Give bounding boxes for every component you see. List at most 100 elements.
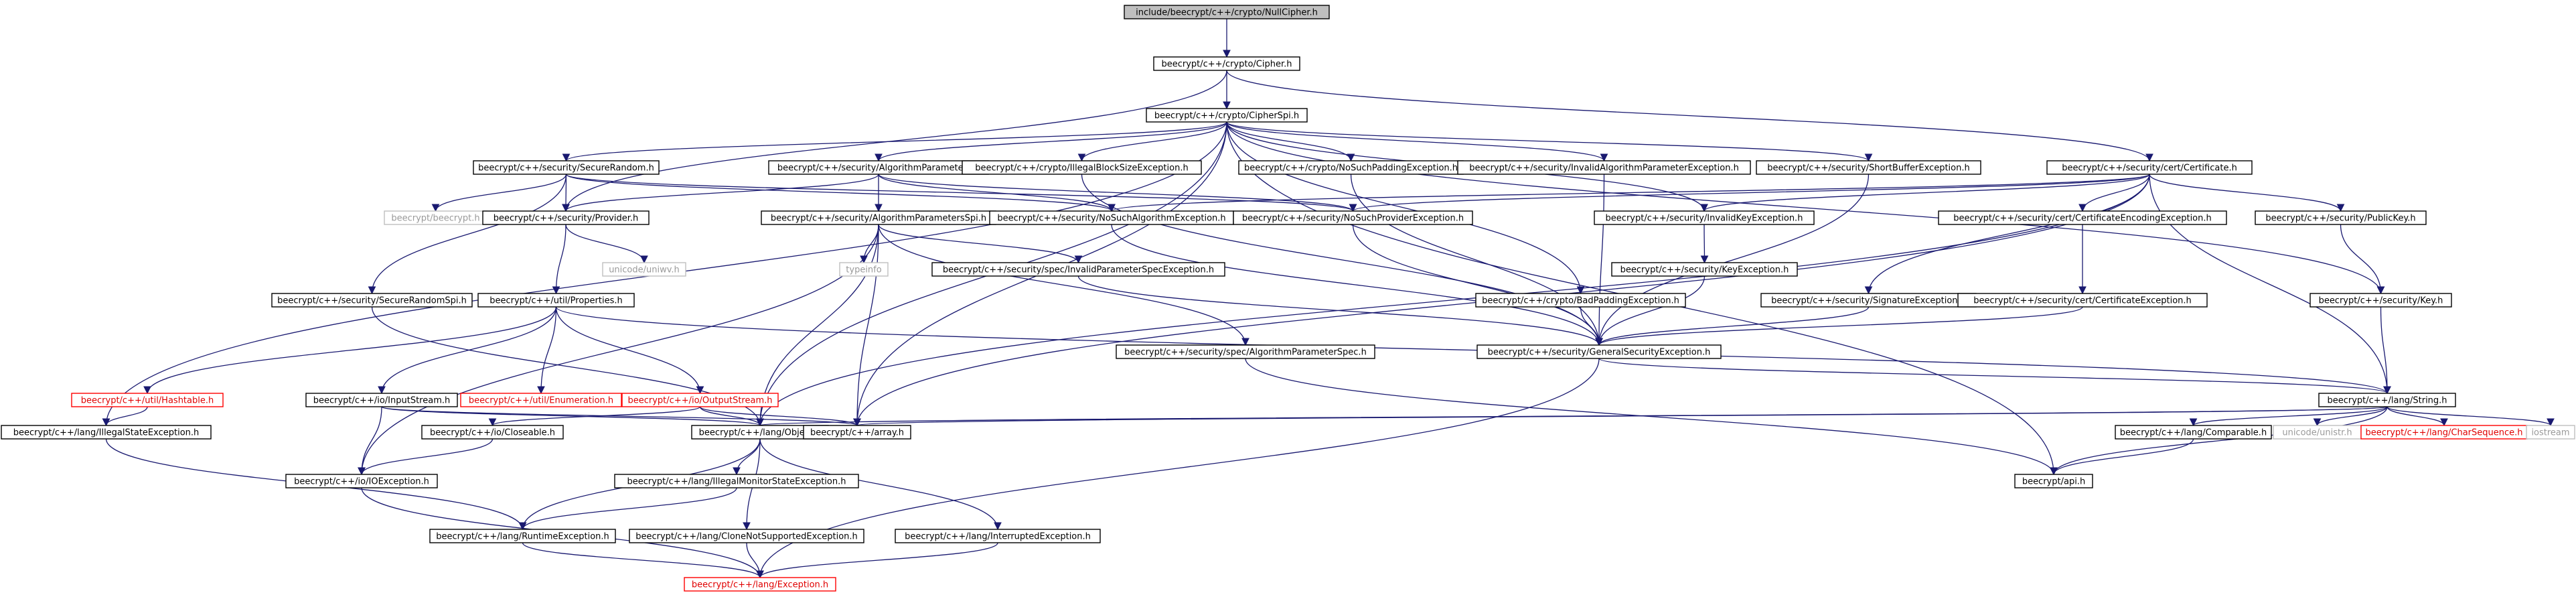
edge-string-to-array xyxy=(854,406,2388,427)
node-box xyxy=(1,425,212,440)
node-label: beecrypt/c++/lang/Object.h xyxy=(699,428,822,438)
node-box xyxy=(614,474,859,488)
edge-runtimeexc-to-exception xyxy=(522,542,764,579)
edge-properties-to-outputstream xyxy=(555,306,704,395)
edge-cipherspi-to-algparams xyxy=(875,121,1227,162)
edge-gensecexc-to-exception xyxy=(756,358,1600,579)
node-illegalmonitor[interactable]: beecrypt/c++/lang/IllegalMonitorStateExc… xyxy=(614,474,859,488)
node-box xyxy=(895,529,1101,543)
node-nosuchpadding[interactable]: beecrypt/c++/crypto/NoSuchPaddingExcepti… xyxy=(1238,160,1464,175)
node-runtimeexc[interactable]: beecrypt/c++/lang/RuntimeException.h xyxy=(429,529,616,543)
node-label: beecrypt/c++/lang/Comparable.h xyxy=(2120,428,2267,438)
node-apih[interactable]: beecrypt/api.h xyxy=(2014,474,2093,488)
node-label: beecrypt/c++/lang/IllegalStateException.… xyxy=(13,428,200,438)
node-unistr[interactable]: unicode/unistr.h xyxy=(2273,425,2362,440)
node-interrupted[interactable]: beecrypt/c++/lang/InterruptedException.h xyxy=(895,529,1101,543)
node-outputstream[interactable]: beecrypt/c++/io/OutputStream.h xyxy=(621,393,779,407)
edge-cipher-to-certificate xyxy=(1226,70,2153,162)
node-unicodeuniv[interactable]: unicode/uniwv.h xyxy=(602,262,686,277)
node-gensecexc[interactable]: beecrypt/c++/security/GeneralSecurityExc… xyxy=(1476,344,1722,359)
node-ioexc[interactable]: beecrypt/c++/io/IOException.h xyxy=(285,474,438,488)
node-algparams[interactable]: beecrypt/c++/security/AlgorithmParameter… xyxy=(768,160,989,175)
node-properties[interactable]: beecrypt/c++/util/Properties.h xyxy=(477,293,635,308)
edge-properties-to-inputstream xyxy=(378,306,557,395)
node-array[interactable]: beecrypt/c++/array.h xyxy=(803,425,911,440)
node-label: beecrypt/c++/crypto/IllegalBlockSizeExce… xyxy=(975,163,1188,174)
edge-interrupted-to-exception xyxy=(756,542,998,579)
node-hashtable[interactable]: beecrypt/c++/util/Hashtable.h xyxy=(71,393,224,407)
node-cipherspi[interactable]: beecrypt/c++/crypto/CipherSpi.h xyxy=(1146,108,1308,123)
edge-securerandom-to-securerandomspi xyxy=(368,174,567,295)
node-box xyxy=(1457,160,1751,175)
node-provider[interactable]: beecrypt/c++/security/Provider.h xyxy=(482,210,650,225)
node-object[interactable]: beecrypt/c++/lang/Object.h xyxy=(691,425,829,440)
node-box xyxy=(1124,5,1330,19)
node-label: beecrypt/c++/security/SecureRandomSpi.h xyxy=(277,296,467,306)
node-label: beecrypt/c++/util/Hashtable.h xyxy=(81,396,214,406)
edge-algparamsspi-to-invalidparamspec xyxy=(878,224,1083,264)
node-key[interactable]: beecrypt/c++/security/Key.h xyxy=(2309,293,2452,308)
node-label: beecrypt/c++/security/SignatureException… xyxy=(1771,296,1966,306)
node-string[interactable]: beecrypt/c++/lang/String.h xyxy=(2318,393,2456,407)
node-certexc[interactable]: beecrypt/c++/security/cert/CertificateEx… xyxy=(1957,293,2208,308)
edge-certificate-to-nosuchalg xyxy=(1108,174,2150,212)
node-closeable[interactable]: beecrypt/c++/io/Closeable.h xyxy=(421,425,564,440)
edge-comparable-to-apih xyxy=(2050,438,2194,476)
node-box xyxy=(684,577,836,592)
edge-certificate-to-signatureexc xyxy=(1864,174,2150,295)
edge-object-to-illegalmonitor xyxy=(733,438,761,476)
node-beecrypth[interactable]: beecrypt/beecrypt.h xyxy=(384,210,487,225)
node-label: beecrypt/c++/crypto/NoSuchPaddingExcepti… xyxy=(1244,163,1458,174)
node-box xyxy=(477,293,635,308)
node-certencoding[interactable]: beecrypt/c++/security/cert/CertificateEn… xyxy=(1938,210,2227,225)
node-typeinfo[interactable]: typeinfo xyxy=(839,262,889,277)
node-root[interactable]: include/beecrypt/c++/crypto/NullCipher.h xyxy=(1124,5,1330,19)
node-clonenotsupp[interactable]: beecrypt/c++/lang/CloneNotSupportedExcep… xyxy=(629,529,864,543)
node-keyexc[interactable]: beecrypt/c++/security/KeyException.h xyxy=(1611,262,1798,277)
edge-inputstream-to-object xyxy=(381,406,764,427)
edge-securerandom-to-nosuchalg xyxy=(565,174,1116,212)
node-certificate[interactable]: beecrypt/c++/security/cert/Certificate.h xyxy=(2046,160,2253,175)
node-enumeration[interactable]: beecrypt/c++/util/Enumeration.h xyxy=(460,393,622,407)
edge-invalidparamspec-to-gensecexc xyxy=(1077,275,1603,346)
node-box xyxy=(1116,344,1375,359)
edge-securerandom-to-beecrypth xyxy=(431,174,567,212)
edge-certexc-to-gensecexc xyxy=(1595,306,2083,346)
node-securerandomspi[interactable]: beecrypt/c++/security/SecureRandomSpi.h xyxy=(271,293,473,308)
node-charsequence[interactable]: beecrypt/c++/lang/CharSequence.h xyxy=(2360,425,2528,440)
node-signatureexc[interactable]: beecrypt/c++/security/SignatureException… xyxy=(1760,293,1977,308)
node-label: beecrypt/c++/security/PublicKey.h xyxy=(2265,214,2415,224)
node-cipher[interactable]: beecrypt/c++/crypto/Cipher.h xyxy=(1153,56,1300,71)
node-label: beecrypt/c++/lang/CharSequence.h xyxy=(2365,428,2522,438)
node-label: beecrypt/c++/security/KeyException.h xyxy=(1620,265,1789,275)
node-label: beecrypt/c++/security/AlgorithmParameter… xyxy=(771,214,986,224)
edge-algparams-to-nosuchalg xyxy=(878,174,1116,212)
edge-cipherspi-to-illegalblock xyxy=(1077,121,1227,162)
node-nosuchalg[interactable]: beecrypt/c++/security/NoSuchAlgorithmExc… xyxy=(989,210,1234,225)
node-invalidkey[interactable]: beecrypt/c++/security/InvalidKeyExceptio… xyxy=(1594,210,1815,225)
node-invalidparamspec[interactable]: beecrypt/c++/security/spec/InvalidParame… xyxy=(931,262,1225,277)
node-algparamsspi[interactable]: beecrypt/c++/security/AlgorithmParameter… xyxy=(761,210,996,225)
node-label: beecrypt/c++/io/InputStream.h xyxy=(313,396,451,406)
node-exception[interactable]: beecrypt/c++/lang/Exception.h xyxy=(684,577,836,592)
node-inputstream[interactable]: beecrypt/c++/io/InputStream.h xyxy=(305,393,458,407)
node-algparamspec[interactable]: beecrypt/c++/security/spec/AlgorithmPara… xyxy=(1116,344,1375,359)
node-securerandom[interactable]: beecrypt/c++/security/SecureRandom.h xyxy=(473,160,660,175)
node-publickey[interactable]: beecrypt/c++/security/PublicKey.h xyxy=(2255,210,2427,225)
node-label: beecrypt/c++/crypto/CipherSpi.h xyxy=(1154,111,1299,121)
node-nosuchprov[interactable]: beecrypt/c++/security/NoSuchProviderExce… xyxy=(1233,210,1473,225)
node-illegalblock[interactable]: beecrypt/c++/crypto/IllegalBlockSizeExce… xyxy=(962,160,1202,175)
node-box xyxy=(1611,262,1798,277)
edge-keyexc-to-gensecexc xyxy=(1595,275,1706,346)
node-comparable[interactable]: beecrypt/c++/lang/Comparable.h xyxy=(2115,425,2272,440)
edge-algparams-to-nosuchprov xyxy=(878,174,1357,212)
node-invalidalgparam[interactable]: beecrypt/c++/security/InvalidAlgorithmPa… xyxy=(1457,160,1751,175)
edge-provider-to-unicodeuniv xyxy=(565,224,648,264)
node-badpadding[interactable]: beecrypt/c++/crypto/BadPaddingException.… xyxy=(1475,293,1686,308)
node-shortbuffer[interactable]: beecrypt/c++/security/ShortBufferExcepti… xyxy=(1756,160,1981,175)
node-box xyxy=(429,529,616,543)
node-box xyxy=(962,160,1202,175)
node-iostream[interactable]: iostream xyxy=(2526,425,2575,440)
node-illegalstate[interactable]: beecrypt/c++/lang/IllegalStateException.… xyxy=(1,425,212,440)
